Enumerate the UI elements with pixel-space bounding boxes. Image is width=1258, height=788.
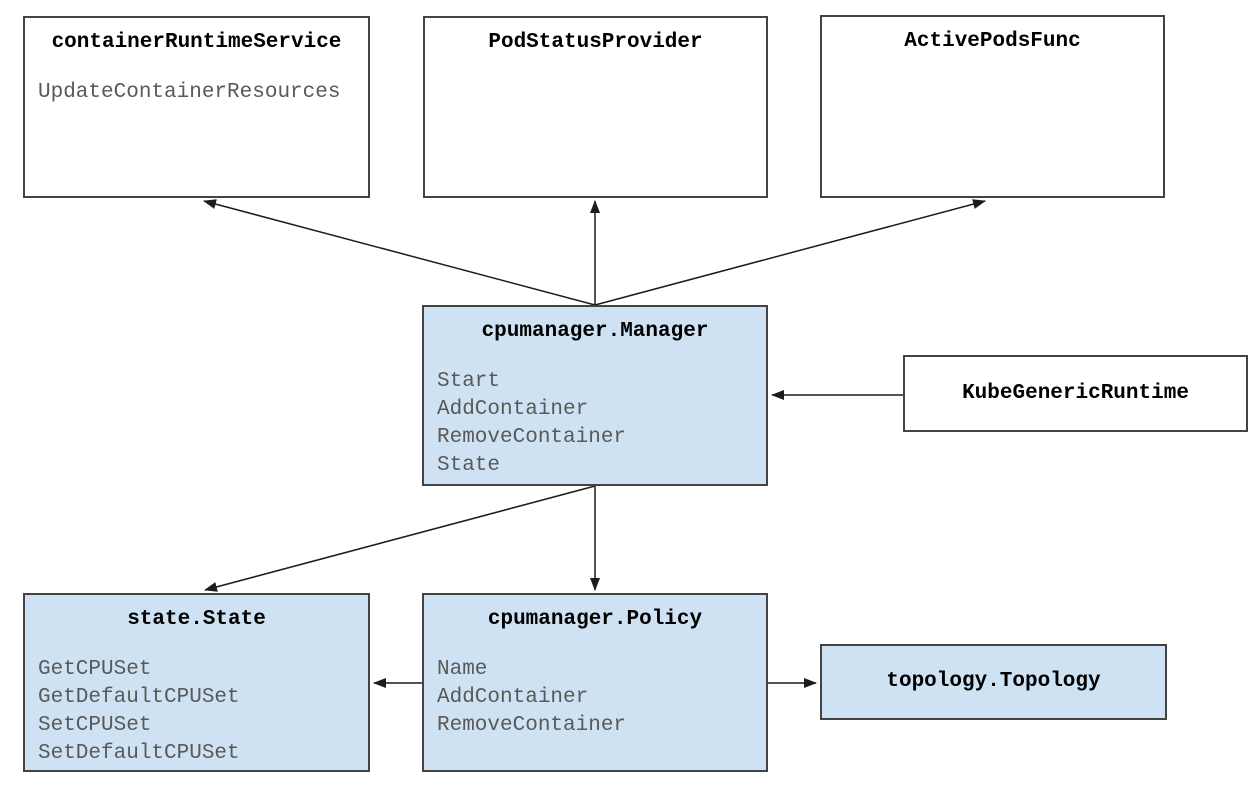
node-active-pods-func: ActivePodsFunc — [820, 15, 1165, 198]
node-title: ActivePodsFunc — [904, 30, 1081, 53]
node-title: state.State — [127, 608, 266, 631]
node-pod-status-provider: PodStatusProvider — [423, 16, 768, 198]
node-method: RemoveContainer — [437, 426, 627, 449]
node-title: PodStatusProvider — [488, 31, 703, 54]
node-method: Start — [437, 370, 501, 393]
node-method: SetDefaultCPUSet — [38, 742, 240, 765]
node-method: AddContainer — [437, 398, 589, 421]
edge-manager-to-state-state — [204, 485, 596, 592]
node-kube-generic-runtime: KubeGenericRuntime — [903, 355, 1248, 432]
node-method: UpdateContainerResources — [38, 81, 341, 104]
node-title: KubeGenericRuntime — [962, 381, 1189, 405]
edge-manager-to-container-runtime-service — [203, 199, 596, 306]
node-method-list: UpdateContainerResources — [25, 79, 368, 107]
node-title: cpumanager.Policy — [487, 608, 703, 631]
node-method: AddContainer — [437, 686, 589, 709]
node-title: containerRuntimeService — [51, 31, 342, 54]
node-method: Name — [437, 658, 488, 681]
edge-manager-to-active-pods-func — [594, 199, 986, 306]
node-method: SetCPUSet — [38, 714, 152, 737]
node-method: GetCPUSet — [38, 658, 152, 681]
node-title: topology.Topology — [886, 670, 1101, 693]
node-method: State — [437, 454, 501, 477]
node-method: GetDefaultCPUSet — [38, 686, 240, 709]
node-method: RemoveContainer — [437, 714, 627, 737]
node-topology-topology: topology.Topology — [820, 644, 1167, 720]
node-title: cpumanager.Manager — [481, 320, 709, 343]
